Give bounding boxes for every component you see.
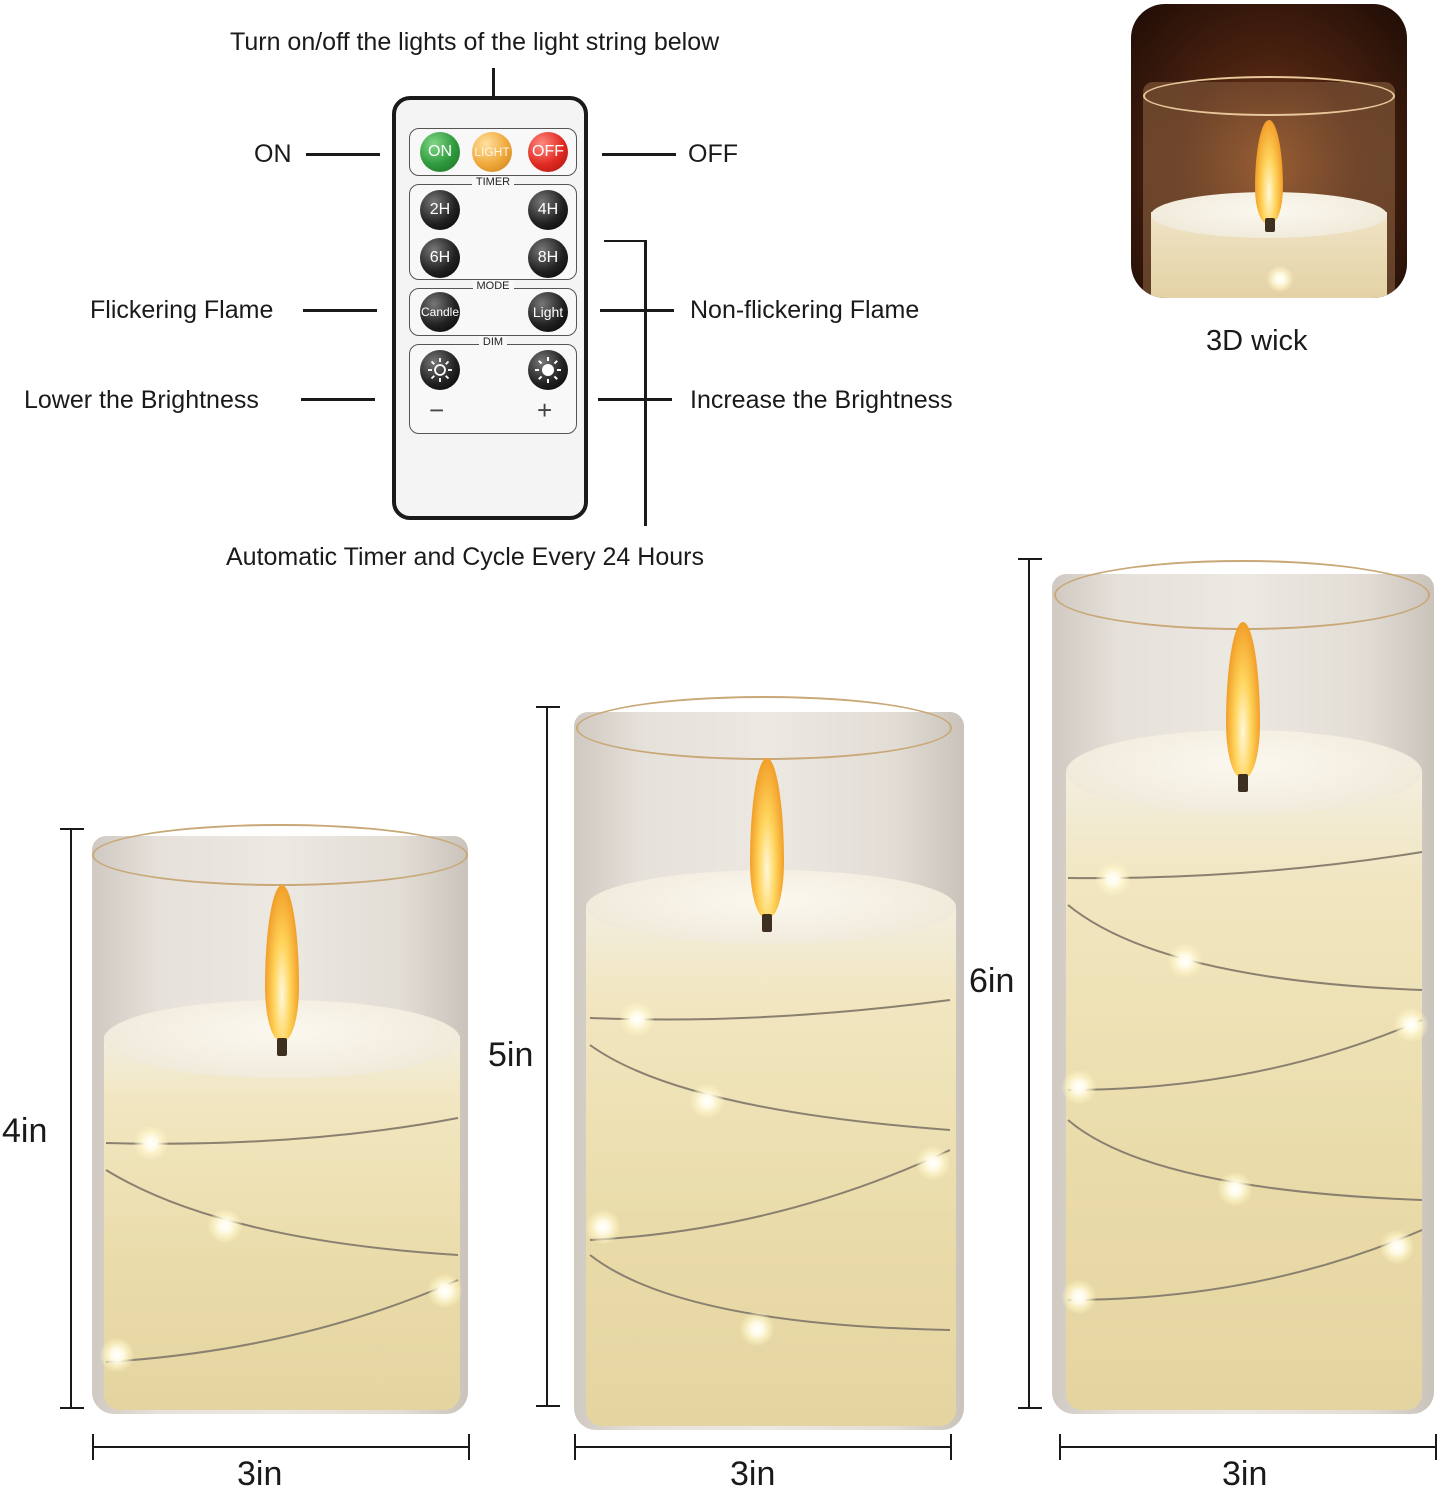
height-4in-cap-top: [60, 828, 84, 830]
wick-photo: [1131, 4, 1407, 298]
timer-8h-button[interactable]: 8H: [528, 238, 568, 278]
wick-caption: 3D wick: [1206, 325, 1308, 357]
non-flicker-callout-line: [600, 309, 674, 312]
header-pointer-line: [492, 68, 495, 96]
height-6in-cap-top: [1018, 558, 1042, 560]
timer-bracket-line: [644, 240, 647, 526]
candle-mode-button[interactable]: Candle: [420, 292, 460, 332]
candle-5in-flame: [750, 758, 784, 918]
height-5in-cap-bottom: [536, 1405, 560, 1407]
remote-control: ON LIGHT OFF TIMER 2H 4H 6H 8H MODE Cand…: [392, 96, 588, 520]
candle-4in-led: [428, 1274, 462, 1308]
candle-6in-flame: [1226, 622, 1260, 778]
dim-title: DIM: [410, 336, 576, 348]
candle-5in-led: [690, 1084, 724, 1118]
flicker-callout: Flickering Flame: [90, 296, 274, 324]
lower-callout-line: [301, 398, 375, 401]
lower-brightness-callout: Lower the Brightness: [24, 386, 259, 414]
width-3in-cap-right: [468, 1434, 470, 1460]
timer-panel: TIMER 2H 4H 6H 8H: [409, 176, 577, 280]
sun-dim-icon: [428, 358, 452, 382]
candle-6in-led: [1168, 944, 1202, 978]
candle-6in-led: [1380, 1230, 1414, 1264]
height-5in-label: 5in: [488, 1036, 534, 1074]
timer-2h-button[interactable]: 2H: [420, 190, 460, 230]
candle-4in-led: [100, 1338, 134, 1372]
candle-6in-led: [1062, 1280, 1096, 1314]
width-3in-line: [92, 1446, 470, 1448]
candle-4in-led: [134, 1126, 168, 1160]
light-mode-button[interactable]: Light: [528, 292, 568, 332]
candle-6in-led: [1096, 862, 1130, 896]
non-flicker-callout: Non-flickering Flame: [690, 296, 920, 324]
candle-4in-wick: [277, 1038, 287, 1056]
footer-label: Automatic Timer and Cycle Every 24 Hours: [226, 543, 704, 571]
dim-down-button[interactable]: [420, 350, 460, 390]
height-5in-line: [546, 706, 548, 1406]
light-button[interactable]: LIGHT: [472, 132, 512, 172]
candle-4in-led: [208, 1209, 242, 1243]
timer-bracket-top: [604, 240, 646, 242]
candle-5in-wick: [762, 914, 772, 932]
width-3in-label: 3in: [730, 1455, 776, 1493]
power-panel: ON LIGHT OFF: [409, 128, 577, 176]
width-3in-label: 3in: [1222, 1455, 1268, 1493]
width-3in-cap-right: [950, 1434, 952, 1460]
candle-6in-wick: [1238, 774, 1248, 792]
candle-5in-led: [620, 1002, 654, 1036]
height-6in-cap-bottom: [1018, 1407, 1042, 1409]
candle-6in-led: [1062, 1070, 1096, 1104]
increase-brightness-callout: Increase the Brightness: [690, 386, 953, 414]
mode-title: MODE: [410, 280, 576, 292]
on-callout: ON: [254, 140, 292, 168]
off-callout-line: [602, 153, 676, 156]
timer-title: TIMER: [410, 176, 576, 188]
sun-bright-icon: [535, 357, 561, 383]
wick-photo-wick: [1265, 218, 1275, 232]
on-callout-line: [306, 153, 380, 156]
increase-callout-line: [598, 398, 672, 401]
candle-4in-wax: [104, 1036, 460, 1410]
height-4in-line: [70, 828, 72, 1408]
candle-6in-led: [1218, 1172, 1252, 1206]
flicker-callout-line: [303, 309, 377, 312]
width-3in-line: [574, 1446, 952, 1448]
width-3in-label: 3in: [237, 1455, 283, 1493]
off-button[interactable]: OFF: [528, 132, 568, 172]
height-5in-cap-top: [536, 706, 560, 708]
timer-6h-button[interactable]: 6H: [420, 238, 460, 278]
height-6in-label: 6in: [969, 962, 1015, 1000]
width-3in-cap-right: [1435, 1434, 1437, 1460]
height-4in-cap-bottom: [60, 1407, 84, 1409]
plus-symbol: +: [537, 395, 553, 425]
candle-5in-led: [740, 1312, 774, 1346]
header-label: Turn on/off the lights of the light stri…: [230, 28, 720, 56]
height-6in-line: [1028, 558, 1030, 1408]
mode-panel: MODE Candle Light: [409, 280, 577, 336]
dim-panel: DIM −: [409, 336, 577, 434]
wick-photo-rim: [1143, 76, 1395, 116]
height-4in-label: 4in: [2, 1112, 48, 1150]
candle-5in-led: [586, 1210, 620, 1244]
off-callout: OFF: [688, 140, 738, 168]
width-3in-line: [1059, 1446, 1437, 1448]
candle-5in-led: [916, 1146, 950, 1180]
minus-symbol: −: [429, 395, 445, 425]
wick-photo-flame: [1255, 120, 1283, 224]
candle-4in-flame: [265, 885, 299, 1041]
on-button[interactable]: ON: [420, 132, 460, 172]
dim-up-button[interactable]: [528, 350, 568, 390]
candle-6in-led: [1394, 1008, 1428, 1042]
wick-photo-led: [1267, 266, 1293, 292]
timer-4h-button[interactable]: 4H: [528, 190, 568, 230]
candle-5in-wax: [586, 906, 956, 1426]
